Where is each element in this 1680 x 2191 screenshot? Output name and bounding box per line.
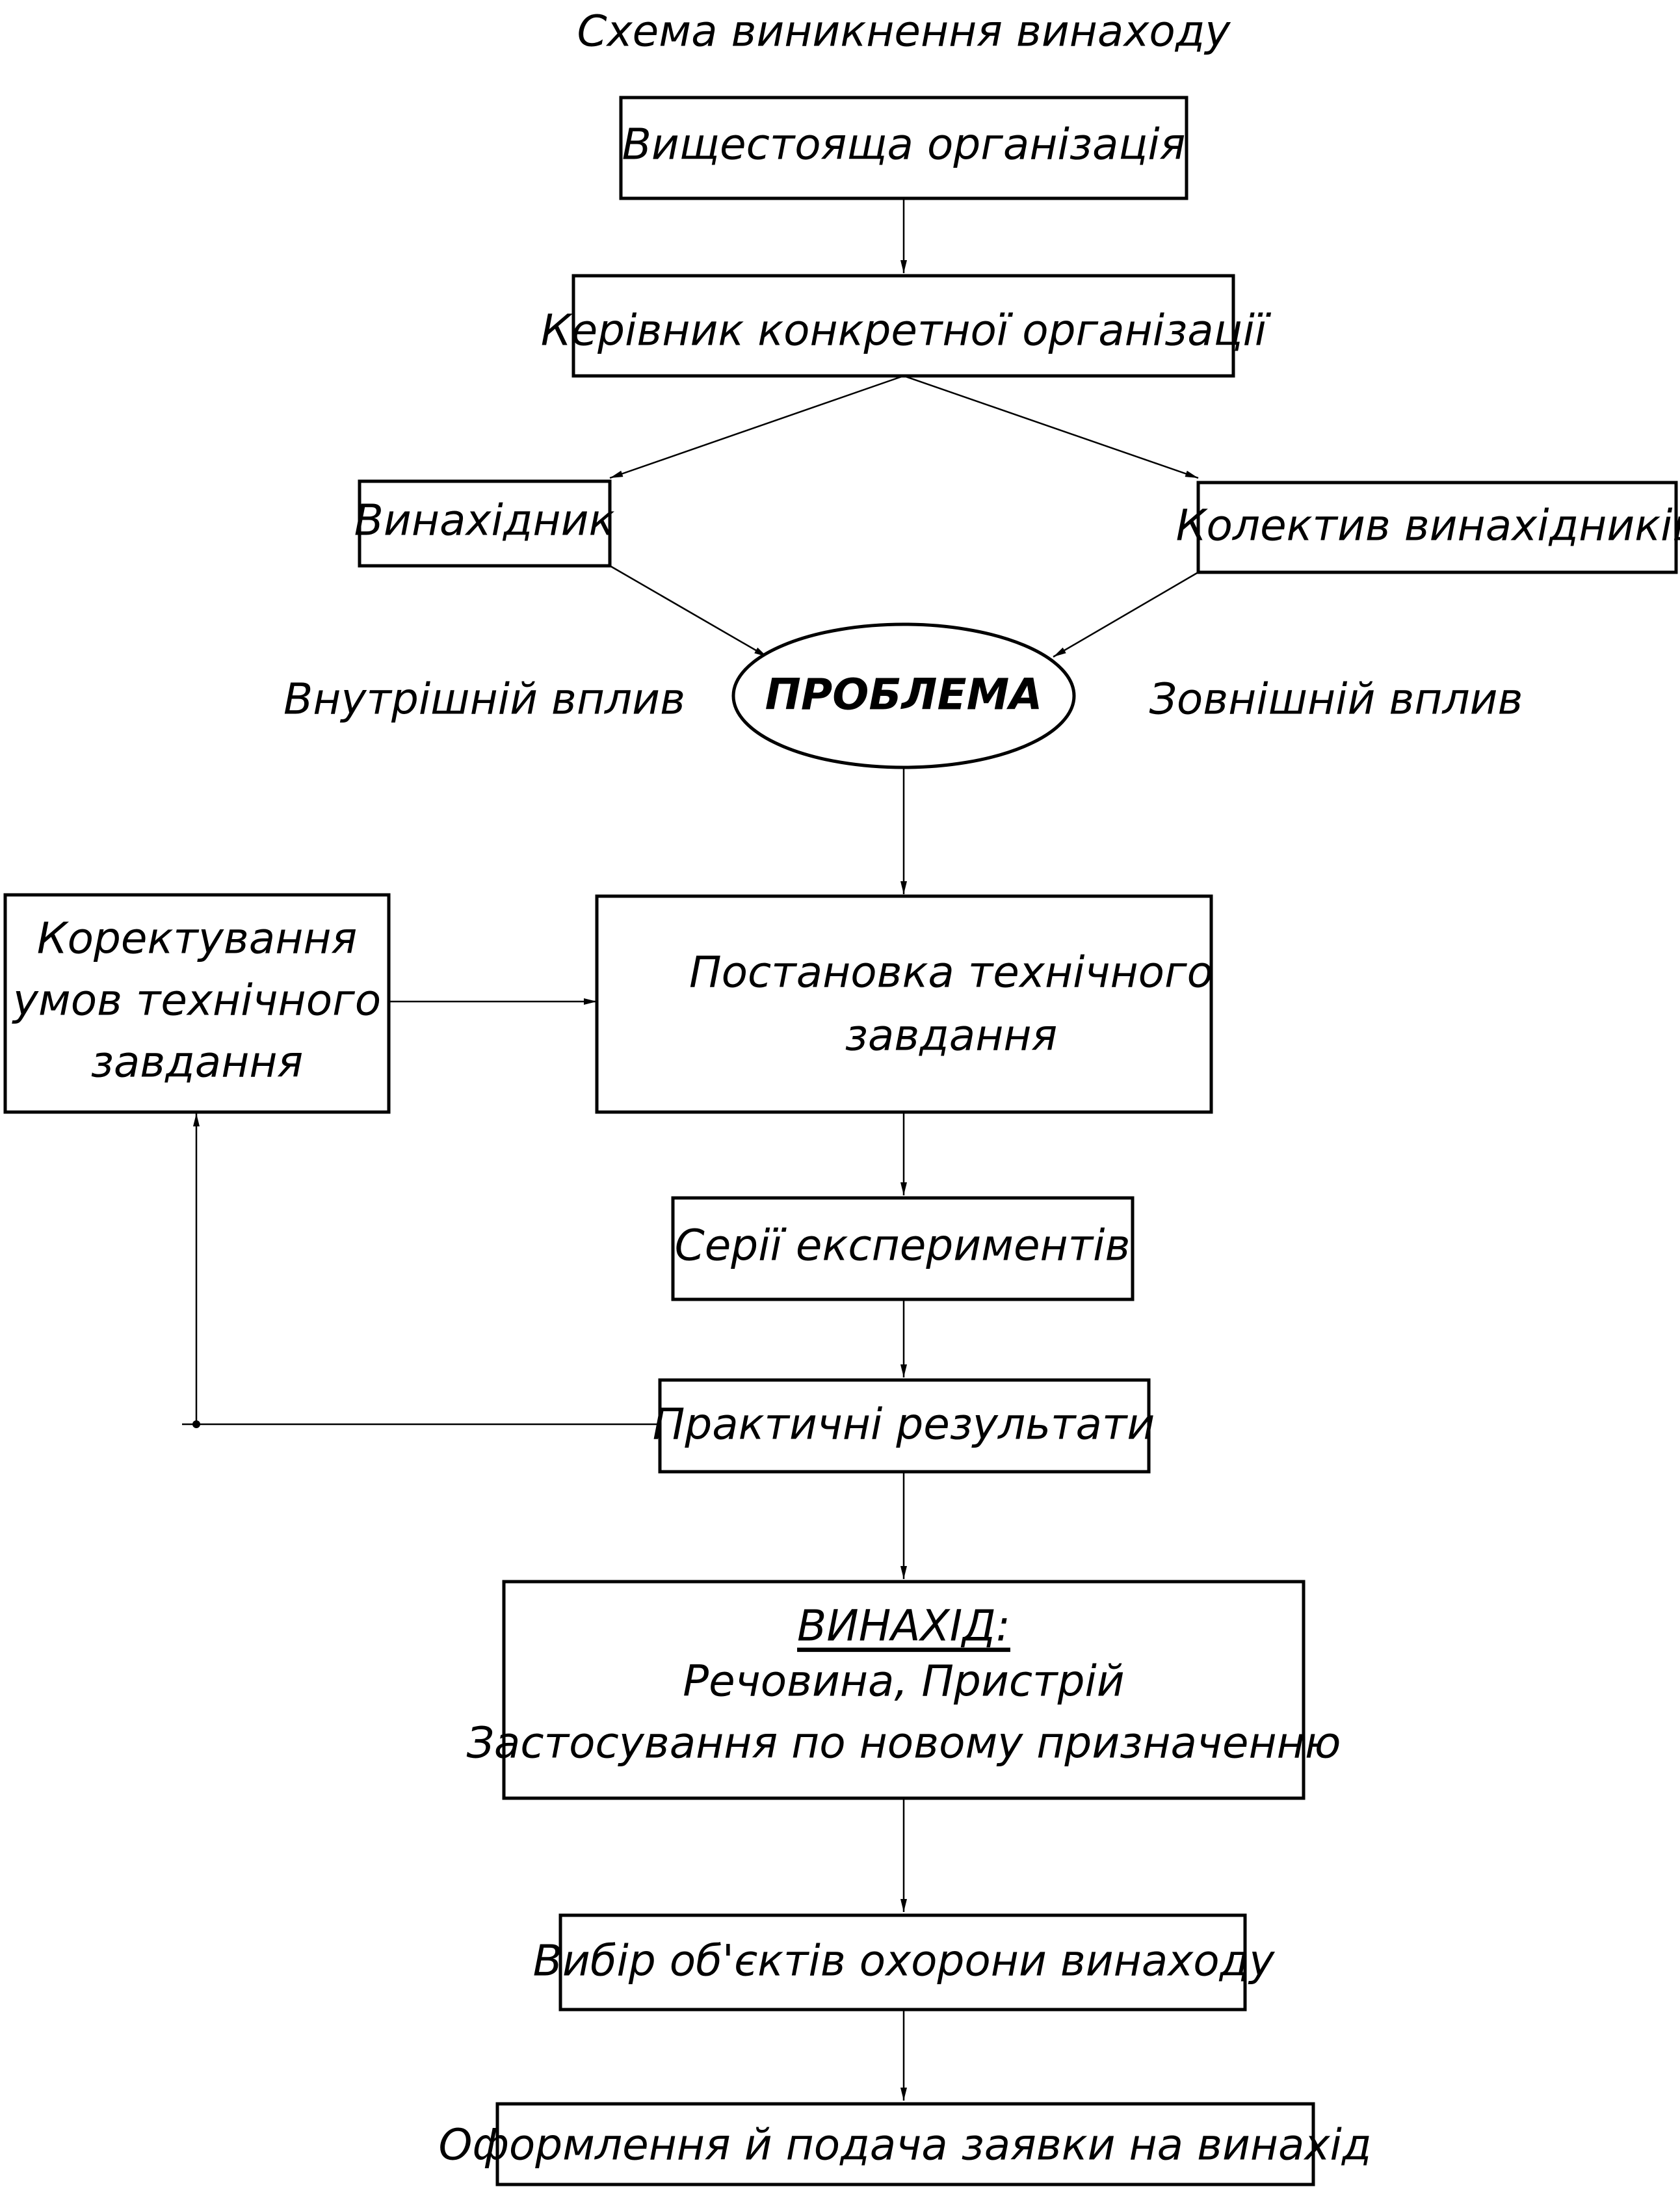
node-org-head: Керівник конкретної організації <box>541 274 1272 378</box>
node-protection: Вибір об'єктів охорони винаходу <box>533 1913 1276 2012</box>
node-label: Оформлення й подача заявки на винахід <box>439 2120 1372 2170</box>
node-label-line-3: завдання <box>91 1037 304 1087</box>
node-label-line-2: завдання <box>845 1011 1058 1061</box>
node-task: Постановка технічного завдання <box>595 894 1213 1114</box>
node-invention: ВИНАХІД: Речовина, Пристрій Застосування… <box>467 1580 1341 1800</box>
node-label: Практичні результати <box>653 1400 1155 1450</box>
node-label-line-2: Застосування по новому призначенню <box>467 1718 1341 1768</box>
diagram-title: Схема виникнення винаходу <box>577 7 1231 57</box>
node-filing: Оформлення й подача заявки на винахід <box>439 2102 1372 2186</box>
side-label-external: Зовнішній вплив <box>1149 674 1523 724</box>
edge-org-head-to-team <box>903 375 1199 479</box>
node-label: Винахідник <box>354 496 615 546</box>
edge-team-to-problem <box>1053 571 1199 658</box>
node-label-heading: ВИНАХІД: <box>797 1601 1010 1651</box>
node-experiments: Серії експериментів <box>671 1196 1135 1301</box>
junction-dot <box>192 1420 200 1428</box>
node-problem: ПРОБЛЕМА <box>731 622 1076 769</box>
side-label-internal: Внутрішній вплив <box>283 674 685 724</box>
node-label-line-1: Речовина, Пристрій <box>683 1656 1124 1706</box>
node-label-line-2: умов технічного <box>12 976 381 1026</box>
edge-results-to-correction <box>193 1113 660 1426</box>
edges <box>182 198 1199 2101</box>
node-correction: Коректування умов технічного завдання <box>3 893 391 1114</box>
node-label: ПРОБЛЕМА <box>765 670 1043 720</box>
node-team: Колектив винахідників <box>1176 481 1680 574</box>
node-label: Вибір об'єктів охорони винаходу <box>533 1936 1276 1986</box>
node-parent-org: Вищестояща організація <box>619 96 1188 200</box>
node-label: Серії експериментів <box>675 1221 1131 1271</box>
node-label: Вищестояща організація <box>622 120 1186 170</box>
node-label-line-1: Постановка технічного <box>689 948 1213 998</box>
node-label-line-1: Коректування <box>37 914 357 964</box>
edge-inventor-to-problem <box>609 564 768 658</box>
node-results: Практичні результати <box>653 1378 1155 1474</box>
node-inventor: Винахідник <box>354 479 615 568</box>
node-label: Керівник конкретної організації <box>541 306 1272 356</box>
edge-org-head-to-inventor <box>609 375 904 479</box>
node-label: Колектив винахідників <box>1176 501 1680 551</box>
